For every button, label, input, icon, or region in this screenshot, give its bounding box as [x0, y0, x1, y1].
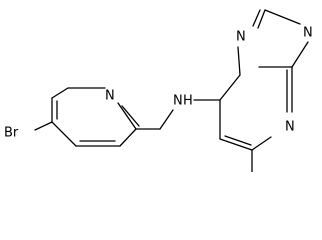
bond-n1t-c2t — [257, 9, 266, 29]
bond-pyr-n1-c2 — [117, 102, 137, 130]
atom-nh-h: H — [183, 94, 193, 109]
bond-n1t-c2t-double — [252, 9, 261, 27]
atom-labels: Br N N H N N N — [4, 26, 313, 141]
atom-n-triazole-right: N — [303, 26, 313, 41]
atom-nh-n: N — [173, 94, 183, 109]
bond-pyr-c4-c3 — [51, 87, 69, 99]
bond-ch2-nh — [159, 109, 174, 130]
bond-n3t-c3a — [291, 41, 309, 68]
bond-pyr-n1-c2-double — [121, 105, 140, 127]
bond-c5m-n4 — [251, 136, 272, 151]
atom-n-pyrimidine: N — [285, 120, 295, 135]
bond-c6-c5m — [219, 138, 253, 151]
bond-n8-n1t — [237, 46, 241, 76]
bond-pyr-c2-c3b — [119, 128, 137, 147]
atom-n-pyridine: N — [105, 89, 115, 104]
atom-n-triazole-top: N — [236, 30, 246, 45]
bond-pyr-c4b-c5 — [51, 121, 77, 147]
bond-br-c5 — [34, 121, 53, 131]
bonds — [34, 9, 309, 172]
atom-br: Br — [4, 126, 19, 141]
bond-c6-c5m-double — [224, 135, 252, 146]
bond-c2t-n3t — [264, 9, 301, 25]
molecule-diagram: Br N N H N N N — [4, 9, 313, 172]
bond-c7-n8 — [219, 74, 241, 101]
